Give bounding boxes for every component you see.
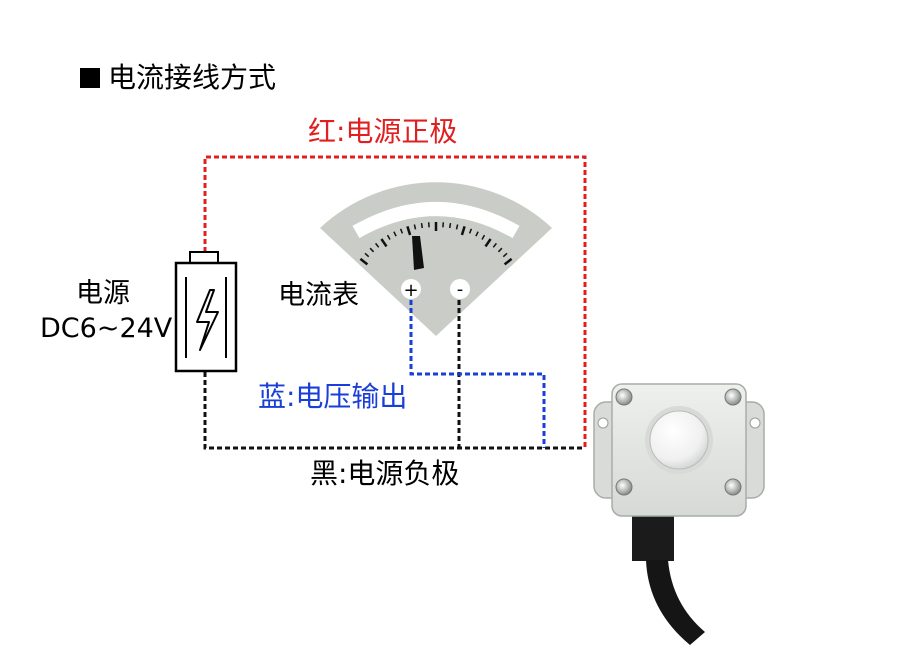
ammeter-plus-sign: + [403,280,418,301]
scale-tick [475,231,479,237]
scale-tick [492,242,497,248]
scale-tick [460,226,466,236]
scale-tick [393,231,397,237]
scale-tick [484,238,492,248]
section-title: 电流接线方式 [80,64,276,92]
scale-tick [380,238,388,248]
black-wire-label: 黑:电源负极 [310,457,460,490]
red-wire-label: 红:电源正极 [308,115,458,148]
battery-icon [174,251,238,373]
scale-tick [497,247,503,253]
scale-tick [455,224,459,230]
scale-tick [420,222,424,229]
scale-tick [413,224,417,230]
ammeter-label: 电流表 [278,280,359,311]
section-title-text: 电流接线方式 [108,61,277,94]
black-wire [203,372,585,450]
scale-tick [369,247,375,253]
power-supply-label: 电源 [76,278,130,309]
scale-tick [503,257,513,266]
scale-tick [481,234,486,240]
ammeter-scale-arc [352,202,520,239]
scale-tick [448,222,452,229]
scale-tick [406,226,412,236]
square-bullet-icon [80,68,100,88]
red-wire [203,155,587,448]
blue-wire-label: 蓝:电压输出 [258,380,408,413]
ammeter-plus-terminal [401,279,421,299]
ammeter-needle [412,236,424,270]
scale-tick [364,252,370,258]
blue-wire [409,300,546,448]
ammeter-minus-sign: - [457,279,464,300]
scale-tick [386,234,391,240]
ammeter-scale-ticks [359,222,513,266]
scale-tick [359,257,369,266]
scale-tick [468,228,473,234]
power-voltage-label: DC6~24V [40,313,173,344]
scale-tick [375,242,380,248]
light-sensor-device [593,383,765,645]
scale-tick [502,252,508,258]
scale-tick [399,228,404,234]
ammeter-minus-terminal [450,279,470,299]
